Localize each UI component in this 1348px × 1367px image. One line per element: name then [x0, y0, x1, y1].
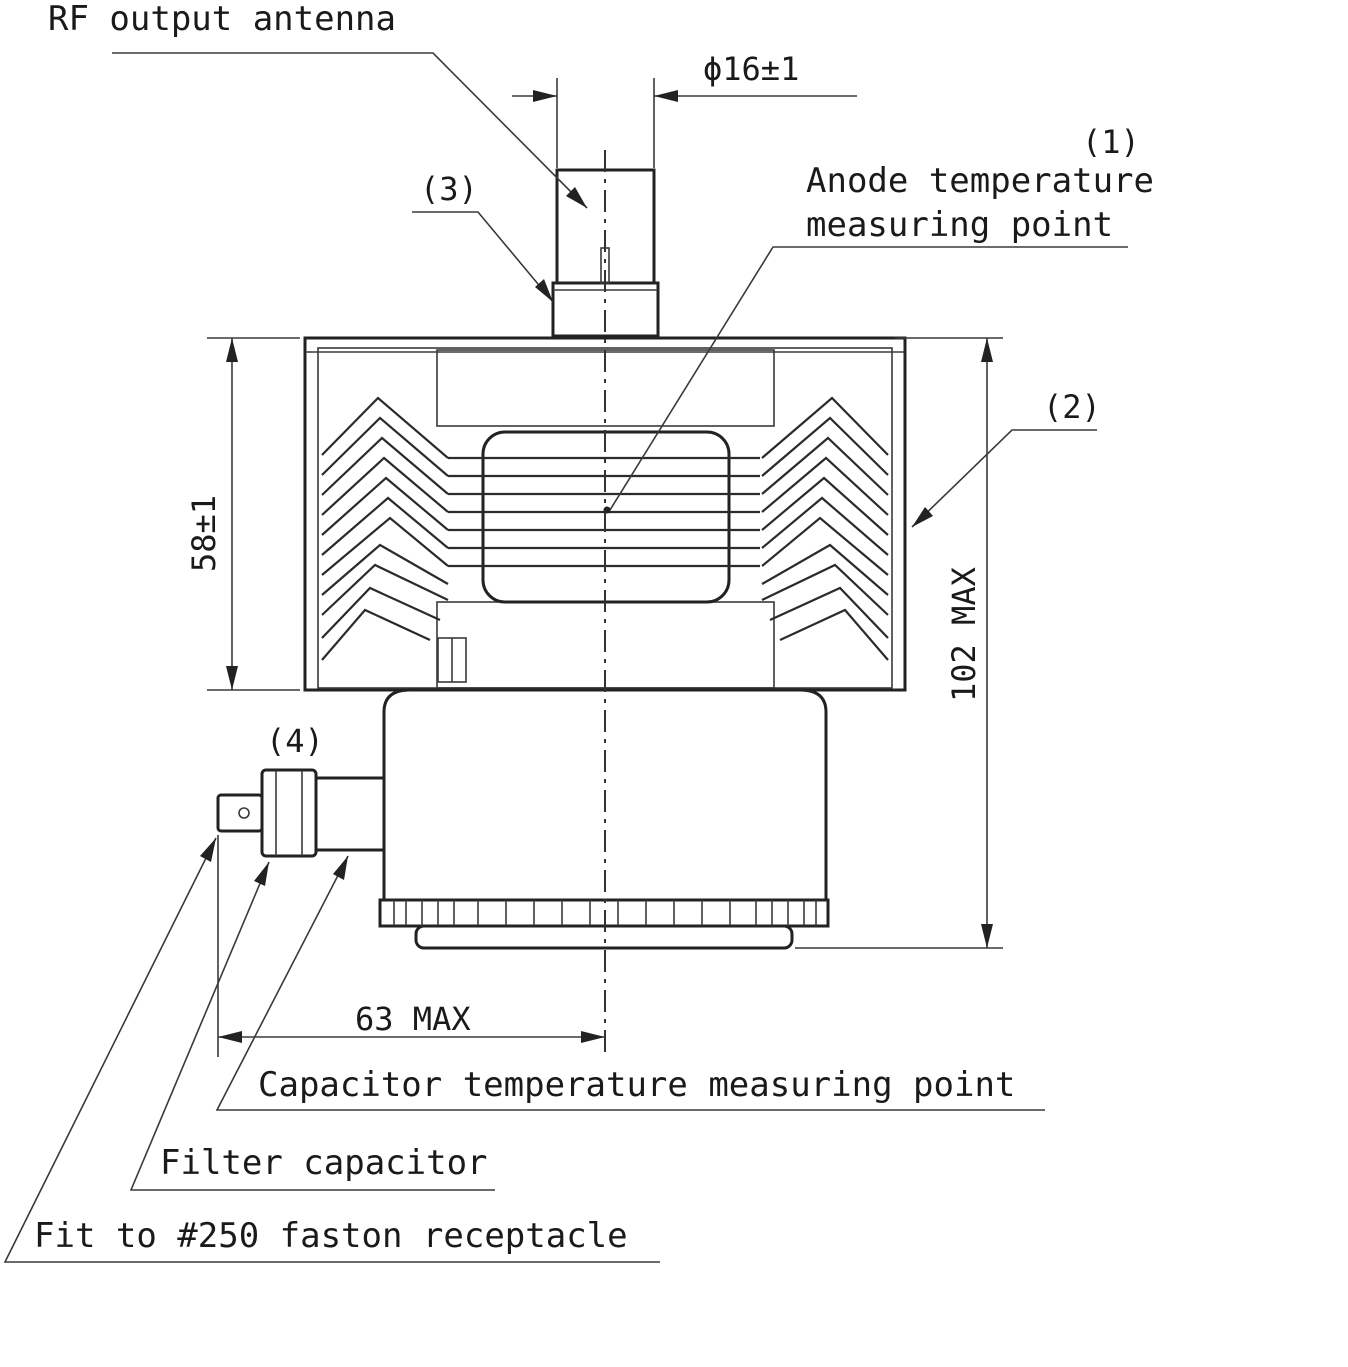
leader-callout-3: (3)	[412, 170, 554, 303]
dim-antenna-diameter: ϕ16±1	[512, 50, 857, 168]
anode-label-line2: measuring point	[806, 205, 1113, 245]
total-height-value: 102 MAX	[945, 567, 983, 702]
dim-yoke-height: 58±1	[185, 337, 300, 691]
rf-antenna-label: RF output antenna	[48, 0, 396, 39]
leader-callout-2: (2)	[911, 388, 1101, 528]
filter-capacitor-label: Filter capacitor	[160, 1143, 488, 1183]
dim-half-width: 63 MAX	[217, 835, 605, 1057]
leader-rf-antenna: RF output antenna	[48, 0, 588, 209]
antenna-diameter-value: ϕ16±1	[703, 50, 799, 88]
fins-left	[321, 396, 449, 661]
half-width-value: 63 MAX	[355, 1000, 471, 1038]
leader-faston: Fit to #250 faston receptacle	[3, 837, 660, 1263]
fins-right	[761, 396, 889, 661]
dim-total-height: 102 MAX	[795, 337, 1003, 949]
faston-terminal	[216, 768, 386, 858]
callout-4: (4)	[266, 722, 324, 760]
leader-anode-point: (1) Anode temperature measuring point	[603, 123, 1154, 514]
faston-label: Fit to #250 faston receptacle	[34, 1216, 628, 1256]
filter-box-ribs	[393, 900, 817, 926]
capacitor-point-label: Capacitor temperature measuring point	[258, 1065, 1015, 1105]
callout-2: (2)	[1043, 388, 1101, 426]
leader-filter-capacitor: Filter capacitor	[129, 861, 495, 1191]
callout-1: (1)	[1082, 123, 1140, 161]
callout-3: (3)	[420, 170, 478, 208]
leader-capacitor-point: Capacitor temperature measuring point	[215, 855, 1045, 1111]
yoke-height-value: 58±1	[185, 495, 223, 572]
anode-label-line1: Anode temperature	[806, 161, 1154, 201]
